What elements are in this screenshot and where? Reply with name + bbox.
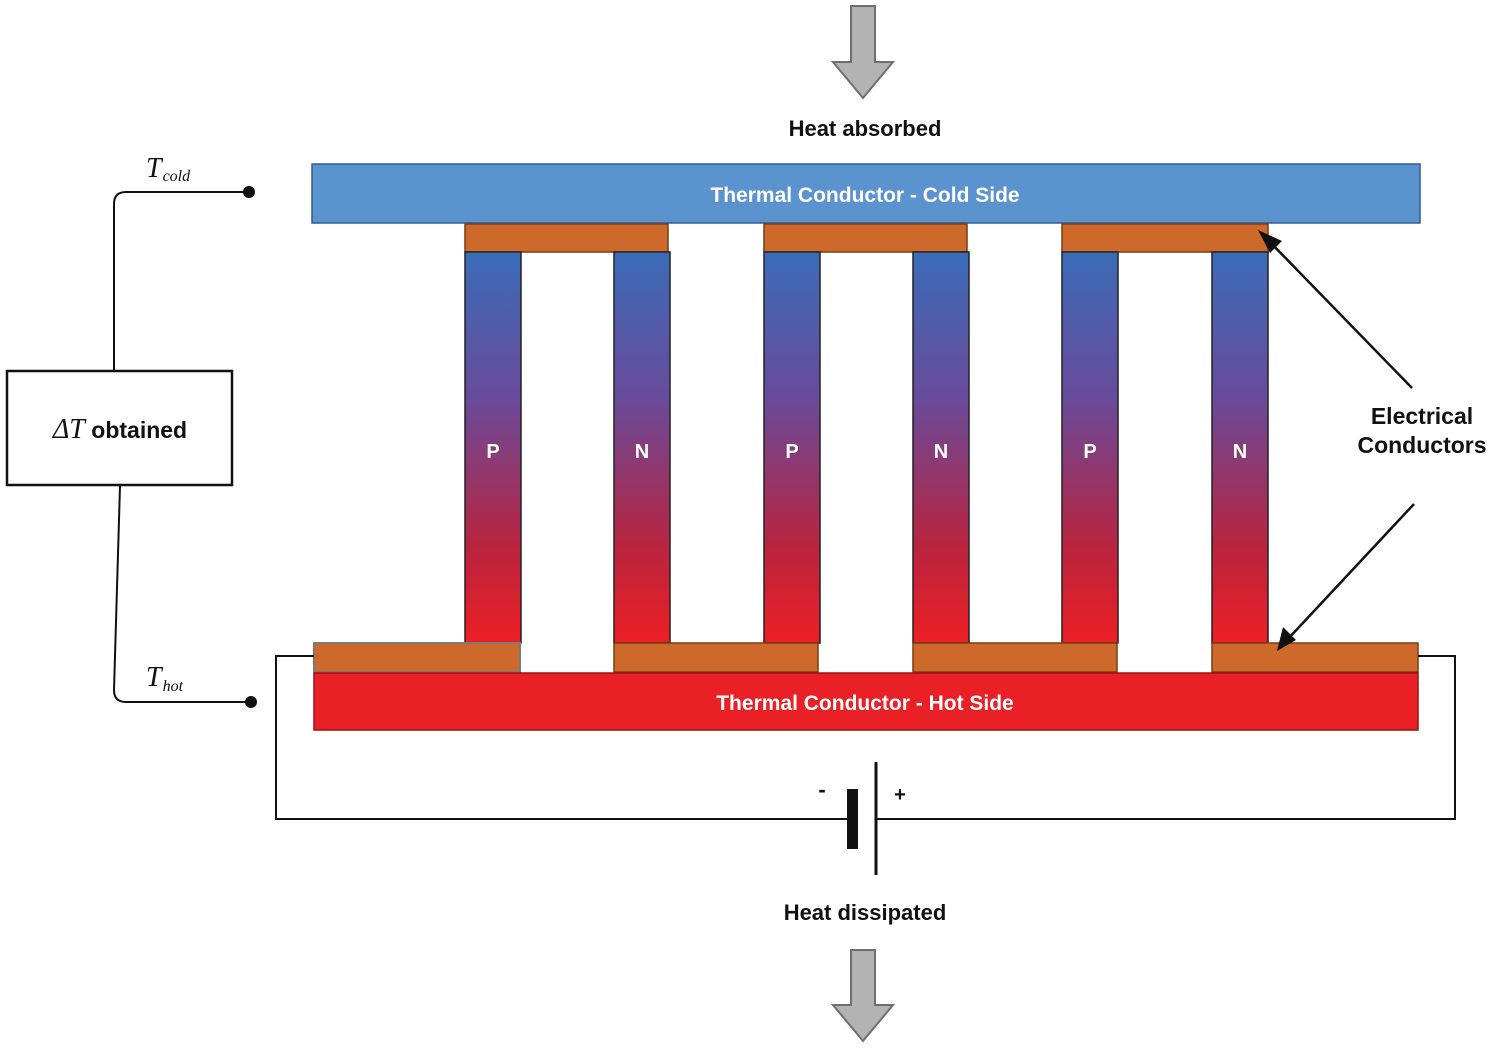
battery-negative-plate-icon <box>847 789 858 849</box>
circuit-wire <box>275 655 1456 820</box>
cold-terminal-dot-icon <box>243 186 255 198</box>
t-cold-label: Tcold <box>146 153 191 185</box>
electrical-conductors-label-line1: Electrical <box>1371 403 1473 429</box>
p-type-leg-5 <box>1061 251 1119 644</box>
leg-label-2: N <box>635 441 649 463</box>
hot-side-plate <box>313 672 1419 731</box>
pointer-arrow-top <box>1267 239 1413 389</box>
top-conductor-3 <box>1061 223 1269 253</box>
n-type-leg-2 <box>613 251 671 644</box>
leg-label-3: P <box>785 441 798 463</box>
leg-label-4: N <box>934 441 948 463</box>
sensor-wire-cold <box>113 191 249 370</box>
t-hot-label: Thot <box>146 662 184 695</box>
top-conductor-1 <box>464 223 669 253</box>
bottom-conductor-4 <box>1211 642 1419 673</box>
sensor-wire-hot <box>112 485 251 703</box>
heat-absorbed-label: Heat absorbed <box>789 116 942 141</box>
p-type-leg-3 <box>763 251 821 644</box>
battery-plus-label: + <box>894 784 906 806</box>
hot-plate-label: Thermal Conductor - Hot Side <box>716 692 1014 715</box>
delta-t-label: ΔT obtained <box>52 414 187 445</box>
battery-minus-label: - <box>818 777 825 802</box>
cold-plate-label: Thermal Conductor - Cold Side <box>710 184 1019 207</box>
electrical-conductors-label-line2: Conductors <box>1357 432 1486 458</box>
pointer-arrowhead-top-icon <box>1258 230 1282 253</box>
delta-t-box <box>5 369 234 487</box>
hot-terminal-dot-icon <box>245 696 257 708</box>
leg-label-5: P <box>1083 441 1096 463</box>
cold-side-plate <box>311 163 1421 224</box>
p-type-leg-1 <box>464 251 522 644</box>
heat-dissipated-label: Heat dissipated <box>784 900 947 925</box>
leg-label-6: N <box>1233 441 1247 463</box>
leg-label-1: P <box>486 441 499 463</box>
pointer-arrow-bottom <box>1286 503 1415 641</box>
bottom-conductor-3 <box>912 642 1118 673</box>
top-conductor-2 <box>763 223 968 253</box>
bottom-conductor-2 <box>613 642 819 673</box>
heat-absorbed-arrow-icon <box>830 5 896 100</box>
bottom-conductor-1 <box>313 642 521 673</box>
heat-dissipated-arrow-icon <box>830 949 896 1043</box>
pointer-arrowhead-bottom-icon <box>1277 627 1296 651</box>
